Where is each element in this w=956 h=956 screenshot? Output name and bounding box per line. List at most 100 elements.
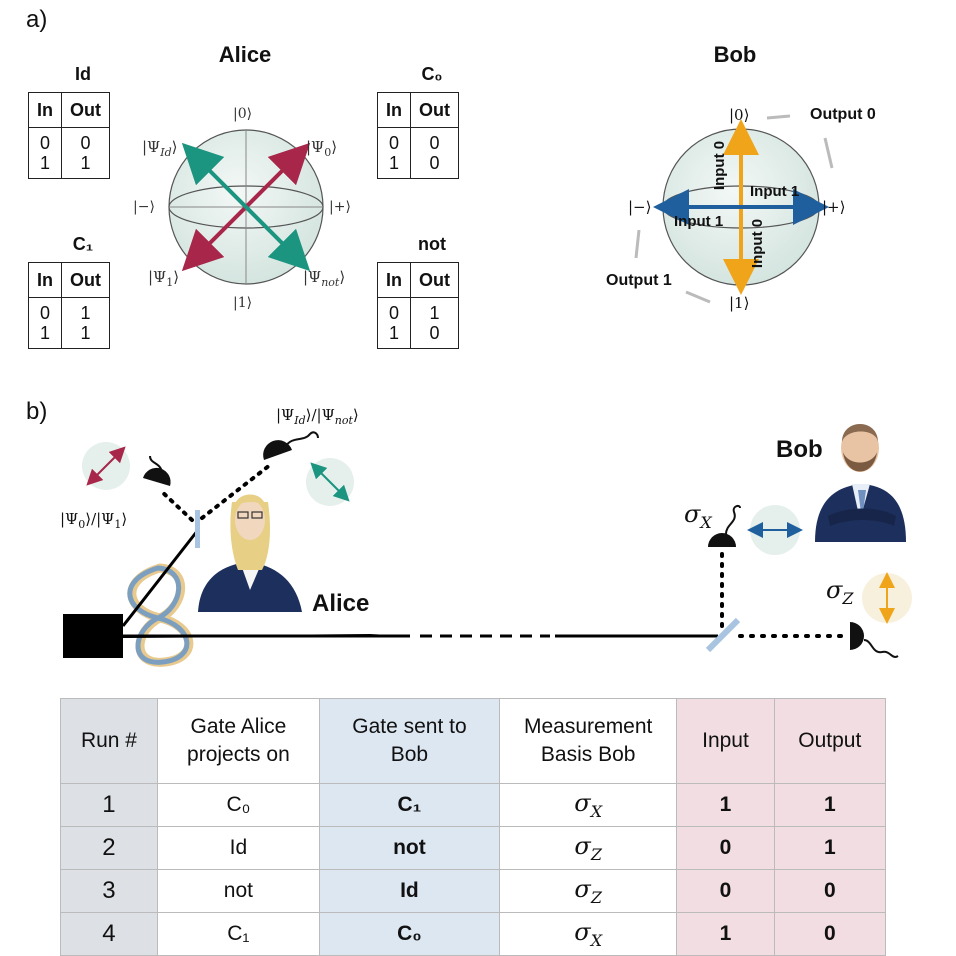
table-cell: 0 xyxy=(410,153,459,179)
bob-avatar xyxy=(815,424,906,542)
cell-run: 2 xyxy=(60,826,158,870)
table-cell: 1 xyxy=(61,153,110,179)
cell-gate-alice: Id xyxy=(156,826,320,870)
alice-avatar xyxy=(198,494,302,612)
table-cell: 1 xyxy=(61,323,110,349)
alice-fiber xyxy=(121,529,200,627)
bob-ket-0: |0⟩ xyxy=(729,106,750,124)
psiid-psinot-arrow xyxy=(181,142,311,272)
output1-label: Output 1 xyxy=(606,272,672,289)
cell-input: 0 xyxy=(676,869,775,913)
table-not-name: not xyxy=(418,234,446,254)
cell-output: 0 xyxy=(773,912,887,956)
psi-1-label: |Ψ1⟩ xyxy=(148,268,180,289)
cell-gate-sent: not xyxy=(318,826,501,870)
bob-ket-minus: |−⟩ xyxy=(628,198,652,216)
table-cell: 1 xyxy=(28,153,62,179)
cell-gate-sent: C₀ xyxy=(318,912,501,956)
det-left-label: |Ψ0⟩/|Ψ1⟩ xyxy=(60,510,128,531)
ket-1: |1⟩ xyxy=(233,295,253,311)
table-c1-name: C₁ xyxy=(72,234,94,254)
table-header: In xyxy=(377,92,411,128)
setup-diagram xyxy=(63,424,912,667)
table-cell: 1 xyxy=(410,297,459,323)
fiber-coil-icon xyxy=(127,563,194,667)
cell-input: 1 xyxy=(676,783,775,827)
table-header: Out xyxy=(61,92,110,128)
input0-up-label: Input 0 xyxy=(711,140,729,191)
table-row: 2 Id not σZ 0 1 xyxy=(60,826,887,870)
cell-basis: σX xyxy=(499,912,678,956)
header-run: Run # xyxy=(60,698,158,784)
detector-icon-sigma-z xyxy=(850,622,899,658)
table-row: 4 C₁ C₀ σX 1 0 xyxy=(60,912,887,956)
sigma-x-label: σX xyxy=(684,500,712,532)
cell-output: 1 xyxy=(773,826,887,870)
output-line xyxy=(766,114,791,120)
bob-title: Bob xyxy=(713,42,757,67)
cell-run: 4 xyxy=(60,912,158,956)
table-cell: 1 xyxy=(61,297,110,323)
detector-icon-top xyxy=(263,431,319,460)
alice-bloch-sphere xyxy=(168,114,834,304)
table-header: In xyxy=(28,92,62,128)
detector-icon-sigma-x xyxy=(708,504,741,547)
table-header: Out xyxy=(410,92,459,128)
ket-0: |0⟩ xyxy=(233,106,253,122)
cell-gate-alice: not xyxy=(156,869,320,913)
panel-b-label: b) xyxy=(26,398,48,425)
dotted-path xyxy=(200,463,272,520)
table-cell: 1 xyxy=(28,323,62,349)
det-top-label: |ΨId⟩/|Ψnot⟩ xyxy=(276,406,359,427)
table-c0-name: C₀ xyxy=(421,64,443,84)
polarization-arrow xyxy=(310,462,350,502)
cell-input: 1 xyxy=(676,912,775,956)
table-row: 3 not Id σZ 0 0 xyxy=(60,869,887,913)
polarization-arrow xyxy=(86,446,126,486)
table-cell: 0 xyxy=(410,127,459,153)
dotted-path xyxy=(158,488,194,522)
bob-beamsplitter xyxy=(705,617,741,653)
header-input: Input xyxy=(676,698,775,784)
table-id-name: Id xyxy=(75,64,91,84)
psi-id-label: |ΨId⟩ xyxy=(142,138,178,159)
cell-output: 0 xyxy=(773,869,887,913)
table-cell: 0 xyxy=(410,323,459,349)
cell-basis: σZ xyxy=(499,869,678,913)
table-cell: 1 xyxy=(377,323,411,349)
cell-gate-sent: C₁ xyxy=(318,783,501,827)
table-cell: 0 xyxy=(377,127,411,153)
table-header: Out xyxy=(410,262,459,298)
table-header: In xyxy=(28,262,62,298)
detector-icon-left xyxy=(143,455,171,486)
table-cell: 0 xyxy=(28,297,62,323)
output-line xyxy=(685,290,711,304)
table-header: In xyxy=(377,262,411,298)
psi-not-label: |Ψnot⟩ xyxy=(303,268,346,289)
bob-name: Bob xyxy=(776,436,823,463)
ket-minus: |−⟩ xyxy=(133,199,155,215)
input1-left-label: Input 1 xyxy=(674,213,724,230)
cell-run: 3 xyxy=(60,869,158,913)
cell-basis: σZ xyxy=(499,826,678,870)
alice-name: Alice xyxy=(312,590,370,617)
sigma-z-label: σZ xyxy=(826,576,854,608)
bob-ket-1: |1⟩ xyxy=(729,294,750,312)
table-row: 1 C₀ C₁ σX 1 1 xyxy=(60,783,887,827)
cell-gate-alice: C₀ xyxy=(156,783,320,827)
cell-gate-alice: C₁ xyxy=(156,912,320,956)
alice-beamsplitter xyxy=(195,510,200,548)
input0-down-label: Input 0 xyxy=(749,218,767,269)
output-line xyxy=(823,137,834,169)
psi-0-label: |Ψ0⟩ xyxy=(306,138,338,159)
header-output: Output xyxy=(773,698,887,784)
photon-source xyxy=(63,614,123,658)
cell-basis: σX xyxy=(499,783,678,827)
input1-right-label: Input 1 xyxy=(750,183,800,200)
